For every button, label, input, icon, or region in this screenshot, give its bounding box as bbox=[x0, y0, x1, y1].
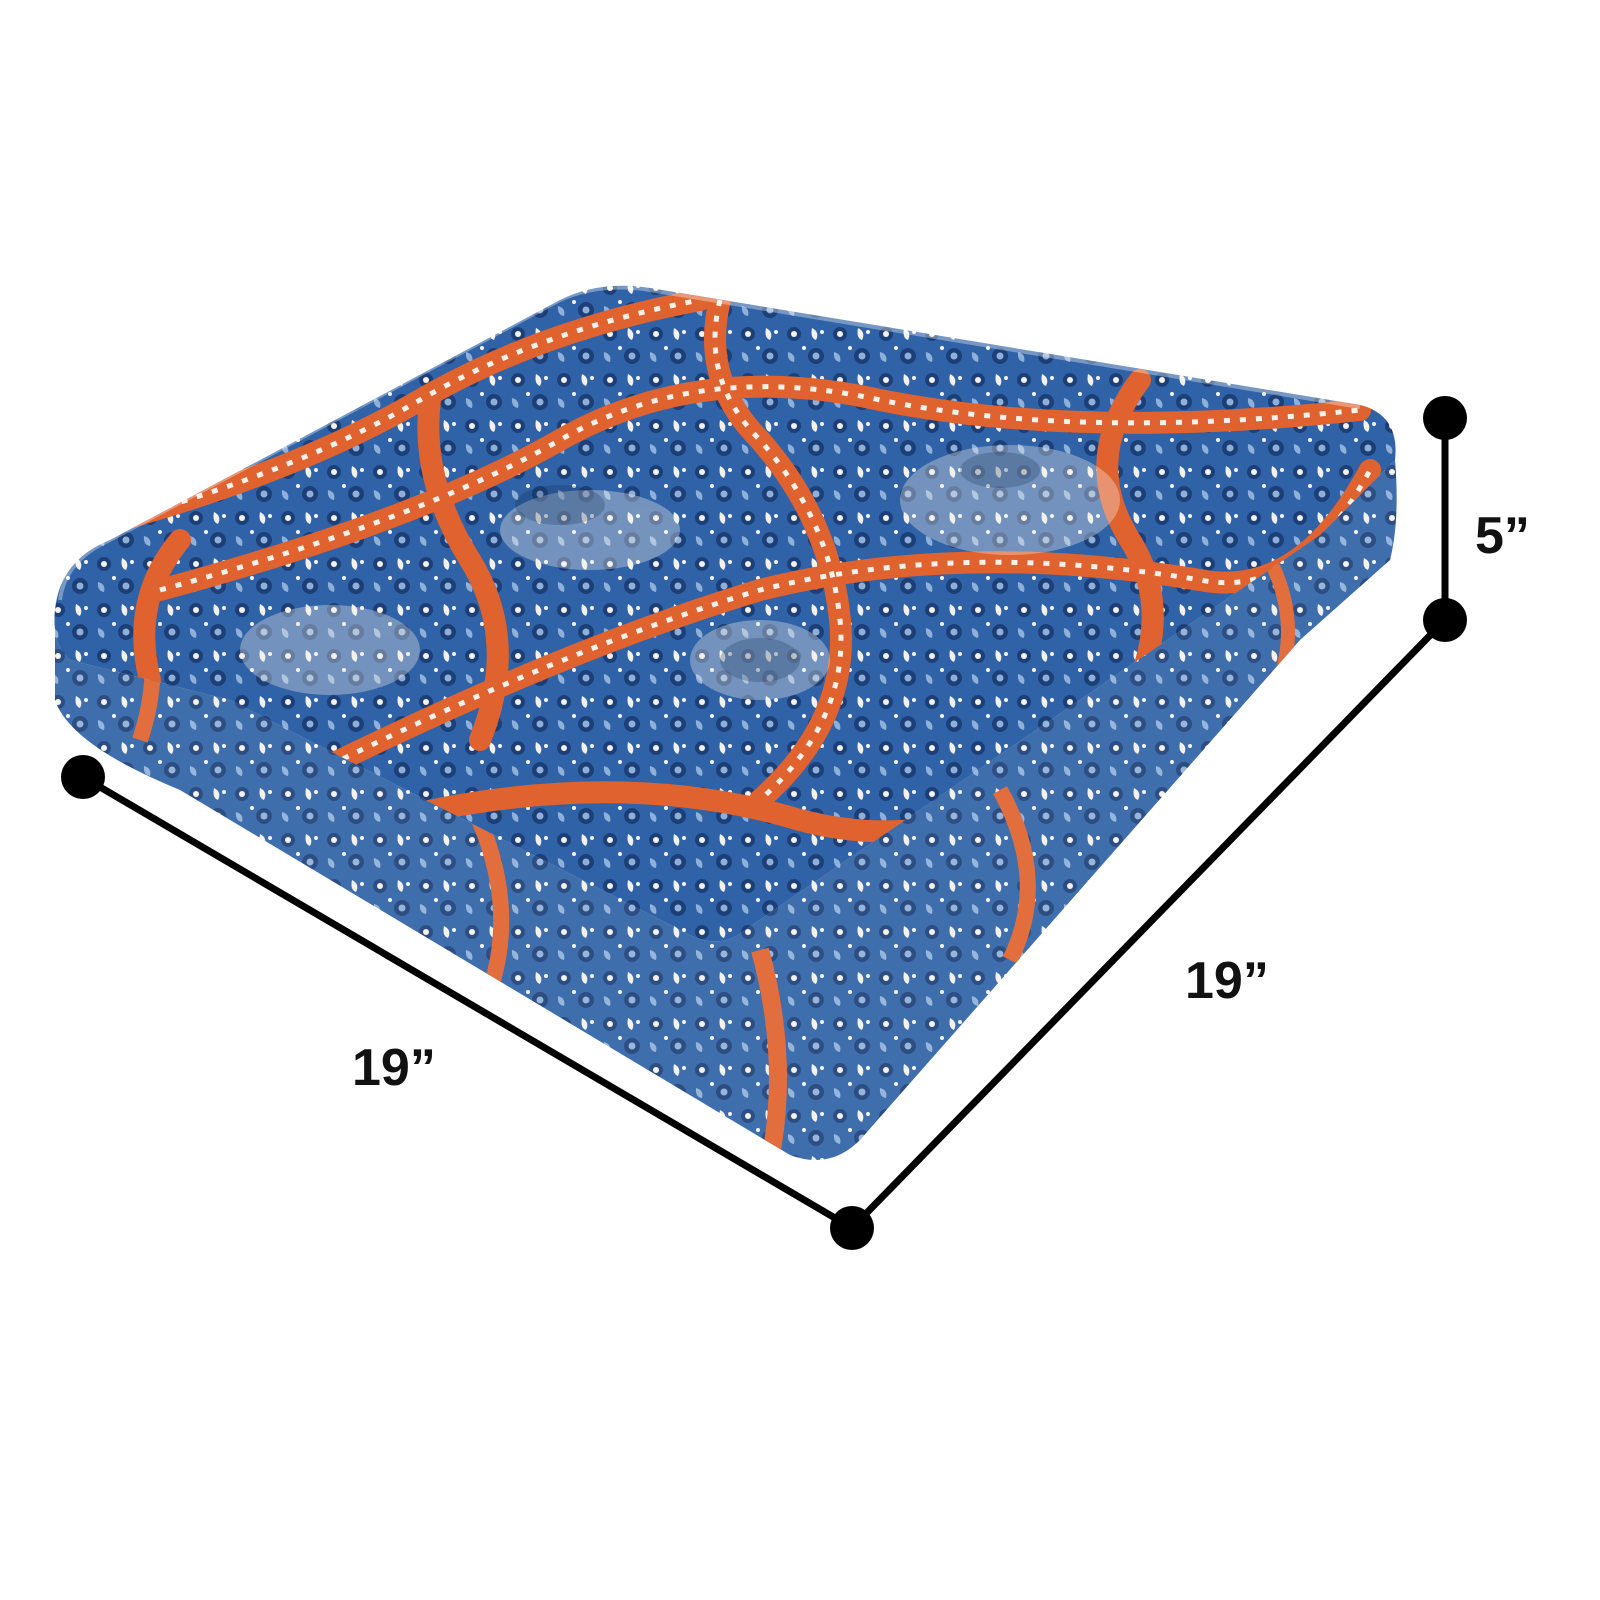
corner-dot bbox=[830, 1206, 874, 1250]
cushion-side bbox=[54, 460, 1397, 1160]
height-top-dot bbox=[1423, 396, 1467, 440]
width-dimension-line bbox=[81, 773, 854, 1232]
height-dimension-label: 5” bbox=[1475, 507, 1530, 565]
width-start-dot bbox=[61, 755, 105, 799]
dimension-lines bbox=[81, 418, 1449, 1232]
width-dimension-label: 19” bbox=[352, 1039, 436, 1097]
dimension-endpoints bbox=[61, 396, 1467, 1250]
top-ogee-lattice bbox=[109, 289, 1381, 843]
depth-dimension-line bbox=[849, 617, 1448, 1231]
depth-end-dot bbox=[1423, 598, 1467, 642]
cushion-top bbox=[54, 285, 1396, 942]
depth-dimension-label: 19” bbox=[1185, 952, 1269, 1010]
